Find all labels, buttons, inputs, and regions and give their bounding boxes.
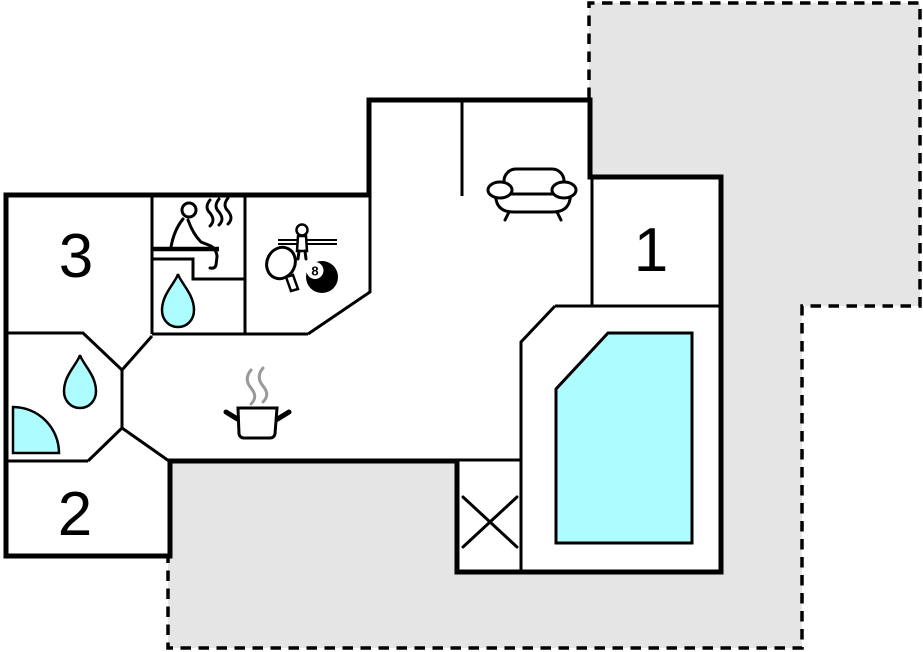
pot-body (236, 406, 279, 440)
terrace-surface (168, 3, 920, 648)
steam-waves-icon (205, 196, 233, 228)
sofa-icon (486, 167, 578, 222)
cooking-pot-icon (223, 366, 292, 440)
eight-ball-icon: 8 (306, 261, 338, 293)
foosball-player-icon (295, 223, 309, 261)
pot-handles (223, 409, 292, 423)
water-drops (62, 273, 196, 410)
bathroom-water-drop-icon (62, 354, 98, 410)
door-swing-icon (11, 405, 61, 455)
sofa-armrest-right (550, 180, 578, 200)
interior-walls (6, 100, 721, 572)
sauna-person-head (180, 201, 198, 219)
room-3-label: 3 (59, 222, 93, 291)
room-2-label: 2 (58, 480, 92, 549)
room-1-label: 1 (634, 216, 668, 285)
room-labels: 1 2 3 (58, 216, 668, 549)
shower-water-drop-icon (160, 273, 196, 329)
table-tennis-paddle-icon (265, 245, 300, 293)
building-outline (3, 97, 724, 575)
game-room-icons: 8 (265, 223, 338, 293)
terrace-dashed-border (166, 1, 922, 650)
pot-steam (245, 366, 269, 406)
sofa-legs (503, 210, 563, 222)
sofa-armrest-left (486, 180, 514, 200)
cross-mark-icon (461, 495, 519, 549)
swimming-pool (554, 331, 694, 545)
sauna-person-body (169, 217, 219, 270)
sauna-person-icon (152, 196, 233, 270)
eight-ball-label: 8 (311, 264, 318, 279)
terrace-area (166, 1, 922, 650)
